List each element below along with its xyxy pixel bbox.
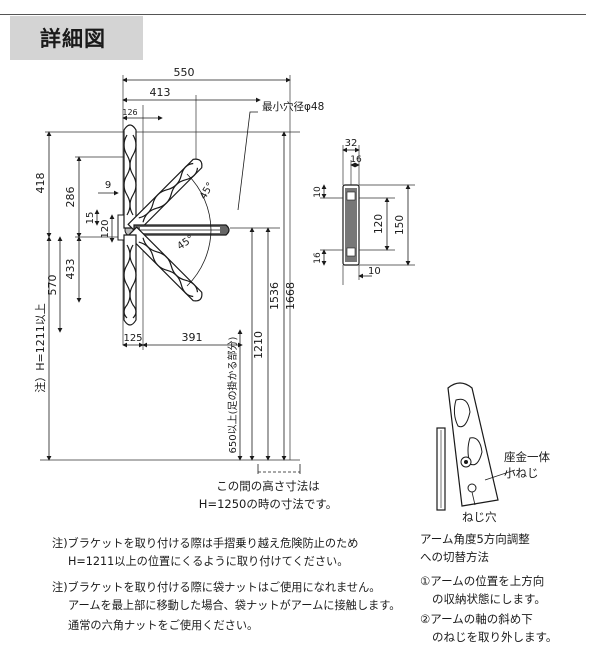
dim-550: 550	[174, 66, 195, 79]
arm-vertical-down	[123, 234, 137, 326]
dim-418: 418	[34, 173, 47, 194]
caption-bracket	[257, 464, 301, 474]
caption-line2: H=1250の時の寸法です。	[199, 497, 337, 511]
bracket-dim-10-top: 10	[313, 186, 323, 198]
dim-413: 413	[150, 86, 171, 99]
dim-391: 391	[182, 331, 203, 344]
arm-closeup	[436, 382, 516, 511]
arm-note-line-5: ②アームの軸の斜め下	[420, 612, 533, 626]
callout-screw-hole: ねじ穴	[462, 510, 497, 524]
dim-286: 286	[64, 187, 77, 208]
dim-570: 570	[46, 275, 59, 296]
dim-650: 650以上(足の掛かる部分)	[226, 336, 239, 453]
header-rule	[0, 14, 586, 15]
dim-433: 433	[64, 259, 77, 280]
dim-9: 9	[105, 180, 111, 191]
dim-15: 15	[85, 212, 96, 225]
arm-45-up	[127, 158, 203, 234]
bracket-dim-32: 32	[345, 138, 358, 149]
arm-note-line-3: ①アームの位置を上方向	[420, 574, 545, 588]
arm-positions	[123, 124, 230, 326]
page-title: 詳細図	[40, 27, 106, 51]
note-line-5: 通常の六角ナットをご使用ください。	[68, 619, 259, 632]
arm-vertical-up	[123, 124, 137, 229]
dim-120-left: 120	[100, 219, 111, 238]
arm-note-line-1: アーム角度5方向調整	[420, 532, 530, 546]
bracket-dim-16-top: 16	[350, 155, 362, 165]
dim-125: 125	[123, 333, 142, 344]
dim-126: 126	[122, 108, 137, 117]
dim-1536: 1536	[268, 282, 281, 310]
bracket-dim-120: 120	[373, 214, 385, 234]
title-box: 詳細図	[10, 16, 143, 60]
note-line-4: アームを最上部に移動した場合、袋ナットがアームに接触します。	[68, 599, 401, 612]
vertical-dims	[46, 131, 287, 461]
dim-h1211: 注）H=1211以上	[33, 303, 47, 392]
callout-washer-screw-1: 座金一体	[504, 450, 550, 464]
angle-arcs	[186, 173, 212, 287]
note-line-3: 注)ブラケットを取り付ける際に袋ナットはご使用になれません。	[52, 581, 381, 594]
bracket-dim-10-bottom: 10	[368, 266, 381, 277]
angle-label-up: 45°	[198, 181, 216, 202]
bracket-side-view: 32 16 10 120 150 16 10	[313, 138, 415, 285]
note-line-2: H=1211以上の位置にくるように取り付けてください。	[68, 555, 349, 568]
angle-label-down: 45°	[175, 233, 196, 252]
dim-1668: 1668	[284, 282, 297, 310]
hole-diameter-label: 最小穴径φ48	[262, 100, 324, 113]
hole-leader	[237, 111, 258, 211]
arm-note-line-4: の収納状態にします。	[432, 592, 546, 606]
arm-note-line-2: への切替方法	[420, 550, 489, 564]
horizontal-dims	[98, 77, 291, 348]
arm-45-down	[127, 226, 203, 302]
dim-1210: 1210	[252, 331, 265, 359]
caption-line1: この間の高さ寸法は	[216, 479, 320, 493]
note-line-1: 注)ブラケットを取り付ける際は手摺乗り越え危険防止のため	[52, 537, 359, 550]
bracket-dim-16-bottom: 16	[313, 252, 323, 264]
arm-horizontal	[133, 224, 230, 236]
arm-note-line-6: のねじを取り外します。	[432, 630, 558, 644]
callout-washer-screw-2: 小ねじ	[504, 466, 539, 480]
bracket-dim-150: 150	[394, 215, 406, 235]
